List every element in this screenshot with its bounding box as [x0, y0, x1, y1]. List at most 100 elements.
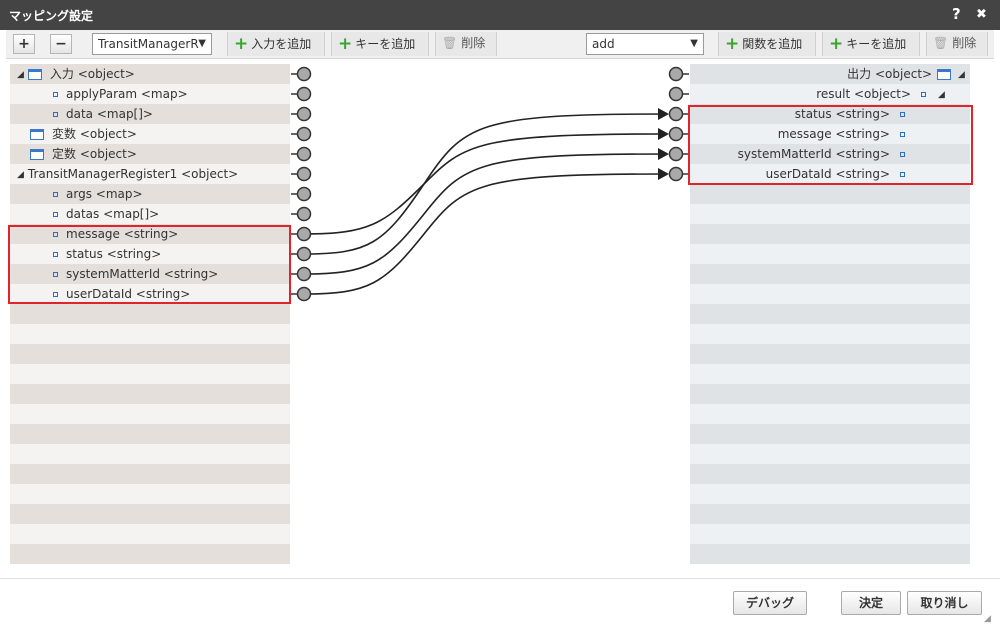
cancel-button[interactable]: 取り消し — [907, 591, 982, 615]
mapping-arrow-icon — [658, 168, 669, 180]
target-row-bg — [690, 544, 970, 564]
field-icon — [53, 92, 58, 97]
add-key-button-right[interactable]: +キーを追加 — [822, 32, 920, 56]
delete-button-right[interactable]: 🗑削除 — [926, 32, 988, 56]
source-connector-handle[interactable] — [296, 146, 312, 162]
source-connector-handle[interactable] — [296, 66, 312, 82]
chevron-down-icon: ▼ — [690, 38, 698, 49]
left-source-select[interactable]: TransitManagerR ▼ — [92, 33, 212, 55]
source-tree-item[interactable]: ◢TransitManagerRegister1 <object> — [17, 164, 238, 184]
chevron-down-icon: ▼ — [198, 38, 206, 49]
mapping-line[interactable] — [303, 113, 667, 255]
trash-icon: 🗑 — [933, 36, 949, 50]
field-icon — [900, 152, 905, 157]
expand-all-button[interactable]: + — [13, 34, 35, 54]
source-tree-item[interactable]: applyParam <map> — [53, 84, 188, 104]
source-tree-item[interactable]: args <map> — [53, 184, 143, 204]
help-icon[interactable]: ? — [952, 5, 961, 23]
source-connector-handle[interactable] — [296, 246, 312, 262]
collapse-all-button[interactable]: − — [50, 34, 72, 54]
source-row-bg — [10, 424, 290, 444]
plus-icon: + — [338, 34, 353, 54]
target-connector-handle[interactable] — [668, 106, 684, 122]
plus-icon: + — [234, 34, 249, 54]
expand-triangle-icon: ◢ — [17, 69, 24, 80]
target-tree-item[interactable]: systemMatterId <string> — [738, 144, 905, 164]
close-icon[interactable]: ✖ — [976, 7, 987, 22]
source-tree-item[interactable]: status <string> — [53, 244, 161, 264]
source-tree-item[interactable]: userDataId <string> — [53, 284, 190, 304]
field-icon — [53, 292, 58, 297]
target-tree-item[interactable]: userDataId <string> — [766, 164, 905, 184]
source-row-bg — [10, 84, 290, 104]
source-connector-handle[interactable] — [296, 86, 312, 102]
add-key-label-right: キーを追加 — [846, 37, 907, 51]
field-icon — [900, 112, 905, 117]
target-row-bg — [690, 464, 970, 484]
target-tree-item[interactable]: result <object>◣ — [816, 84, 945, 104]
target-row-bg — [690, 384, 970, 404]
source-item-label: 変数 <object> — [52, 127, 137, 141]
target-row-bg — [690, 264, 970, 284]
source-tree-item[interactable]: ◢ 入力 <object> — [17, 64, 135, 84]
source-row-bg — [10, 224, 290, 244]
target-row-bg — [690, 144, 970, 164]
target-connector-handle[interactable] — [668, 146, 684, 162]
trash-icon: 🗑 — [442, 36, 458, 50]
target-tree-item[interactable]: status <string> — [795, 104, 905, 124]
source-item-label: data <map[]> — [66, 107, 153, 121]
target-row-bg — [690, 104, 970, 124]
source-item-label: 入力 <object> — [49, 67, 135, 81]
source-connector-handle[interactable] — [296, 126, 312, 142]
add-key-button[interactable]: +キーを追加 — [331, 32, 429, 56]
debug-button[interactable]: デバッグ — [733, 591, 807, 615]
target-tree-item[interactable]: message <string> — [778, 124, 905, 144]
source-tree-item[interactable]: data <map[]> — [53, 104, 153, 124]
source-connector-handle[interactable] — [296, 266, 312, 282]
add-input-button[interactable]: +入力を追加 — [227, 32, 325, 56]
target-connector-handle[interactable] — [668, 86, 684, 102]
source-connector-handle[interactable] — [296, 206, 312, 222]
source-item-label: status <string> — [66, 247, 162, 261]
source-connector-handle[interactable] — [296, 166, 312, 182]
delete-label-right: 削除 — [952, 36, 977, 50]
mapping-line[interactable] — [303, 153, 667, 275]
expand-triangle-icon: ◣ — [958, 69, 965, 80]
right-select-value: add — [592, 37, 615, 51]
delete-button[interactable]: 🗑削除 — [435, 32, 497, 56]
add-key-label: キーを追加 — [355, 37, 416, 51]
source-tree-item[interactable]: message <string> — [53, 224, 178, 244]
title-bar: マッピング設定 ? ✖ — [0, 0, 1000, 30]
target-item-label: message <string> — [777, 127, 890, 141]
target-tree-item[interactable]: 出力 <object>◣ — [847, 64, 965, 84]
field-icon — [921, 92, 927, 97]
source-tree-item[interactable]: 定数 <object> — [17, 144, 137, 164]
expand-triangle-icon: ◣ — [938, 89, 945, 100]
source-row-bg — [10, 344, 290, 364]
source-item-label: message <string> — [66, 227, 179, 241]
source-tree-item[interactable]: 変数 <object> — [17, 124, 137, 144]
target-connector-handle[interactable] — [668, 166, 684, 182]
ok-button[interactable]: 決定 — [841, 591, 901, 615]
target-connector-handle[interactable] — [668, 66, 684, 82]
source-tree-item[interactable]: systemMatterId <string> — [53, 264, 218, 284]
add-function-button[interactable]: +関数を追加 — [718, 32, 816, 56]
target-connector-handle[interactable] — [668, 126, 684, 142]
mapping-line[interactable] — [303, 133, 667, 235]
source-item-label: userDataId <string> — [66, 287, 191, 301]
source-connector-handle[interactable] — [296, 226, 312, 242]
field-icon — [53, 252, 58, 257]
source-row-bg — [10, 164, 290, 184]
mapping-line[interactable] — [303, 173, 667, 295]
right-function-select[interactable]: add ▼ — [586, 33, 704, 55]
target-row-bg — [690, 124, 970, 144]
source-connector-handle[interactable] — [296, 106, 312, 122]
resize-grip-icon[interactable]: ◢ — [984, 614, 991, 624]
source-tree-item[interactable]: datas <map[]> — [53, 204, 159, 224]
plus-icon: + — [829, 34, 844, 54]
source-row-bg — [10, 324, 290, 344]
source-tree-panel: ◢ 入力 <object> applyParam <map> data <map[]>… — [10, 64, 290, 564]
source-item-label: args <map> — [66, 187, 143, 201]
source-connector-handle[interactable] — [296, 286, 312, 302]
source-connector-handle[interactable] — [296, 186, 312, 202]
